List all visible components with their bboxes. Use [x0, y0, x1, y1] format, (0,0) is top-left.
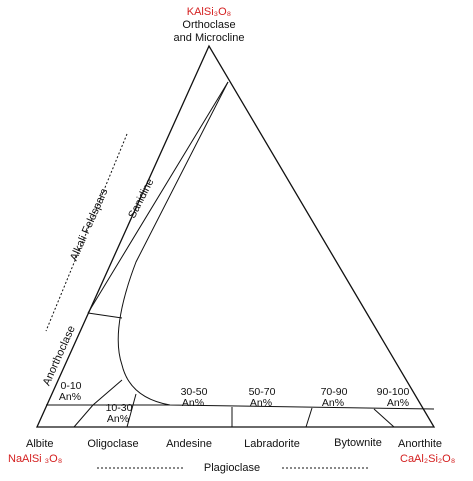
an-unit-label: An%: [387, 397, 409, 409]
apex-name-line1: Orthoclase: [182, 19, 235, 31]
an-range-label: 50-70: [249, 386, 276, 398]
an-range-label: 30-50: [181, 386, 208, 398]
an-range-label: 70-90: [321, 386, 348, 398]
plagioclase-name: Labradorite: [244, 438, 300, 450]
alkali-feldspars-label: Alkali Feldspars: [68, 186, 111, 262]
plagioclase-label: Plagioclase: [204, 462, 260, 474]
an-unit-label: An%: [182, 397, 204, 409]
left-corner-name: Albite: [26, 438, 54, 450]
plagioclase-name: Andesine: [166, 438, 212, 450]
anorthoclase-boundary: [87, 312, 123, 319]
miscibility-gap-curve: [117, 81, 435, 410]
an-unit-label: An%: [59, 391, 81, 403]
plagioclase-name: Oligoclase: [87, 438, 138, 450]
alkali-feldspar-guide: [45, 133, 128, 332]
an-unit-label: An%: [250, 397, 272, 409]
left-corner-formula: NaAlSi ₃O₈: [8, 453, 62, 465]
an-range-label: 90-100: [377, 386, 410, 398]
sanidine-boundary: [87, 81, 229, 314]
outer-triangle: [35, 44, 436, 428]
bytownite-separator: [305, 407, 313, 428]
anorthite-separator: [373, 408, 395, 428]
plagioclase-name: Bytownite: [334, 437, 382, 449]
oligoclase-field-boundary: [73, 379, 123, 428]
apex-name-line2: and Microcline: [174, 32, 245, 44]
an-range-label: 0-10: [60, 380, 81, 392]
an-unit-label: An%: [322, 397, 344, 409]
right-corner-formula: CaAl₂Si₂O₈: [400, 453, 455, 465]
sanidine-label: Sanidine: [126, 177, 156, 221]
andesine-separator: [126, 393, 137, 428]
an-unit-label: An%: [107, 413, 129, 425]
an-range-label: 10-30: [106, 402, 133, 414]
apex-formula: KAlSi₃O₈: [187, 6, 232, 18]
right-corner-name: Anorthite: [398, 438, 442, 450]
